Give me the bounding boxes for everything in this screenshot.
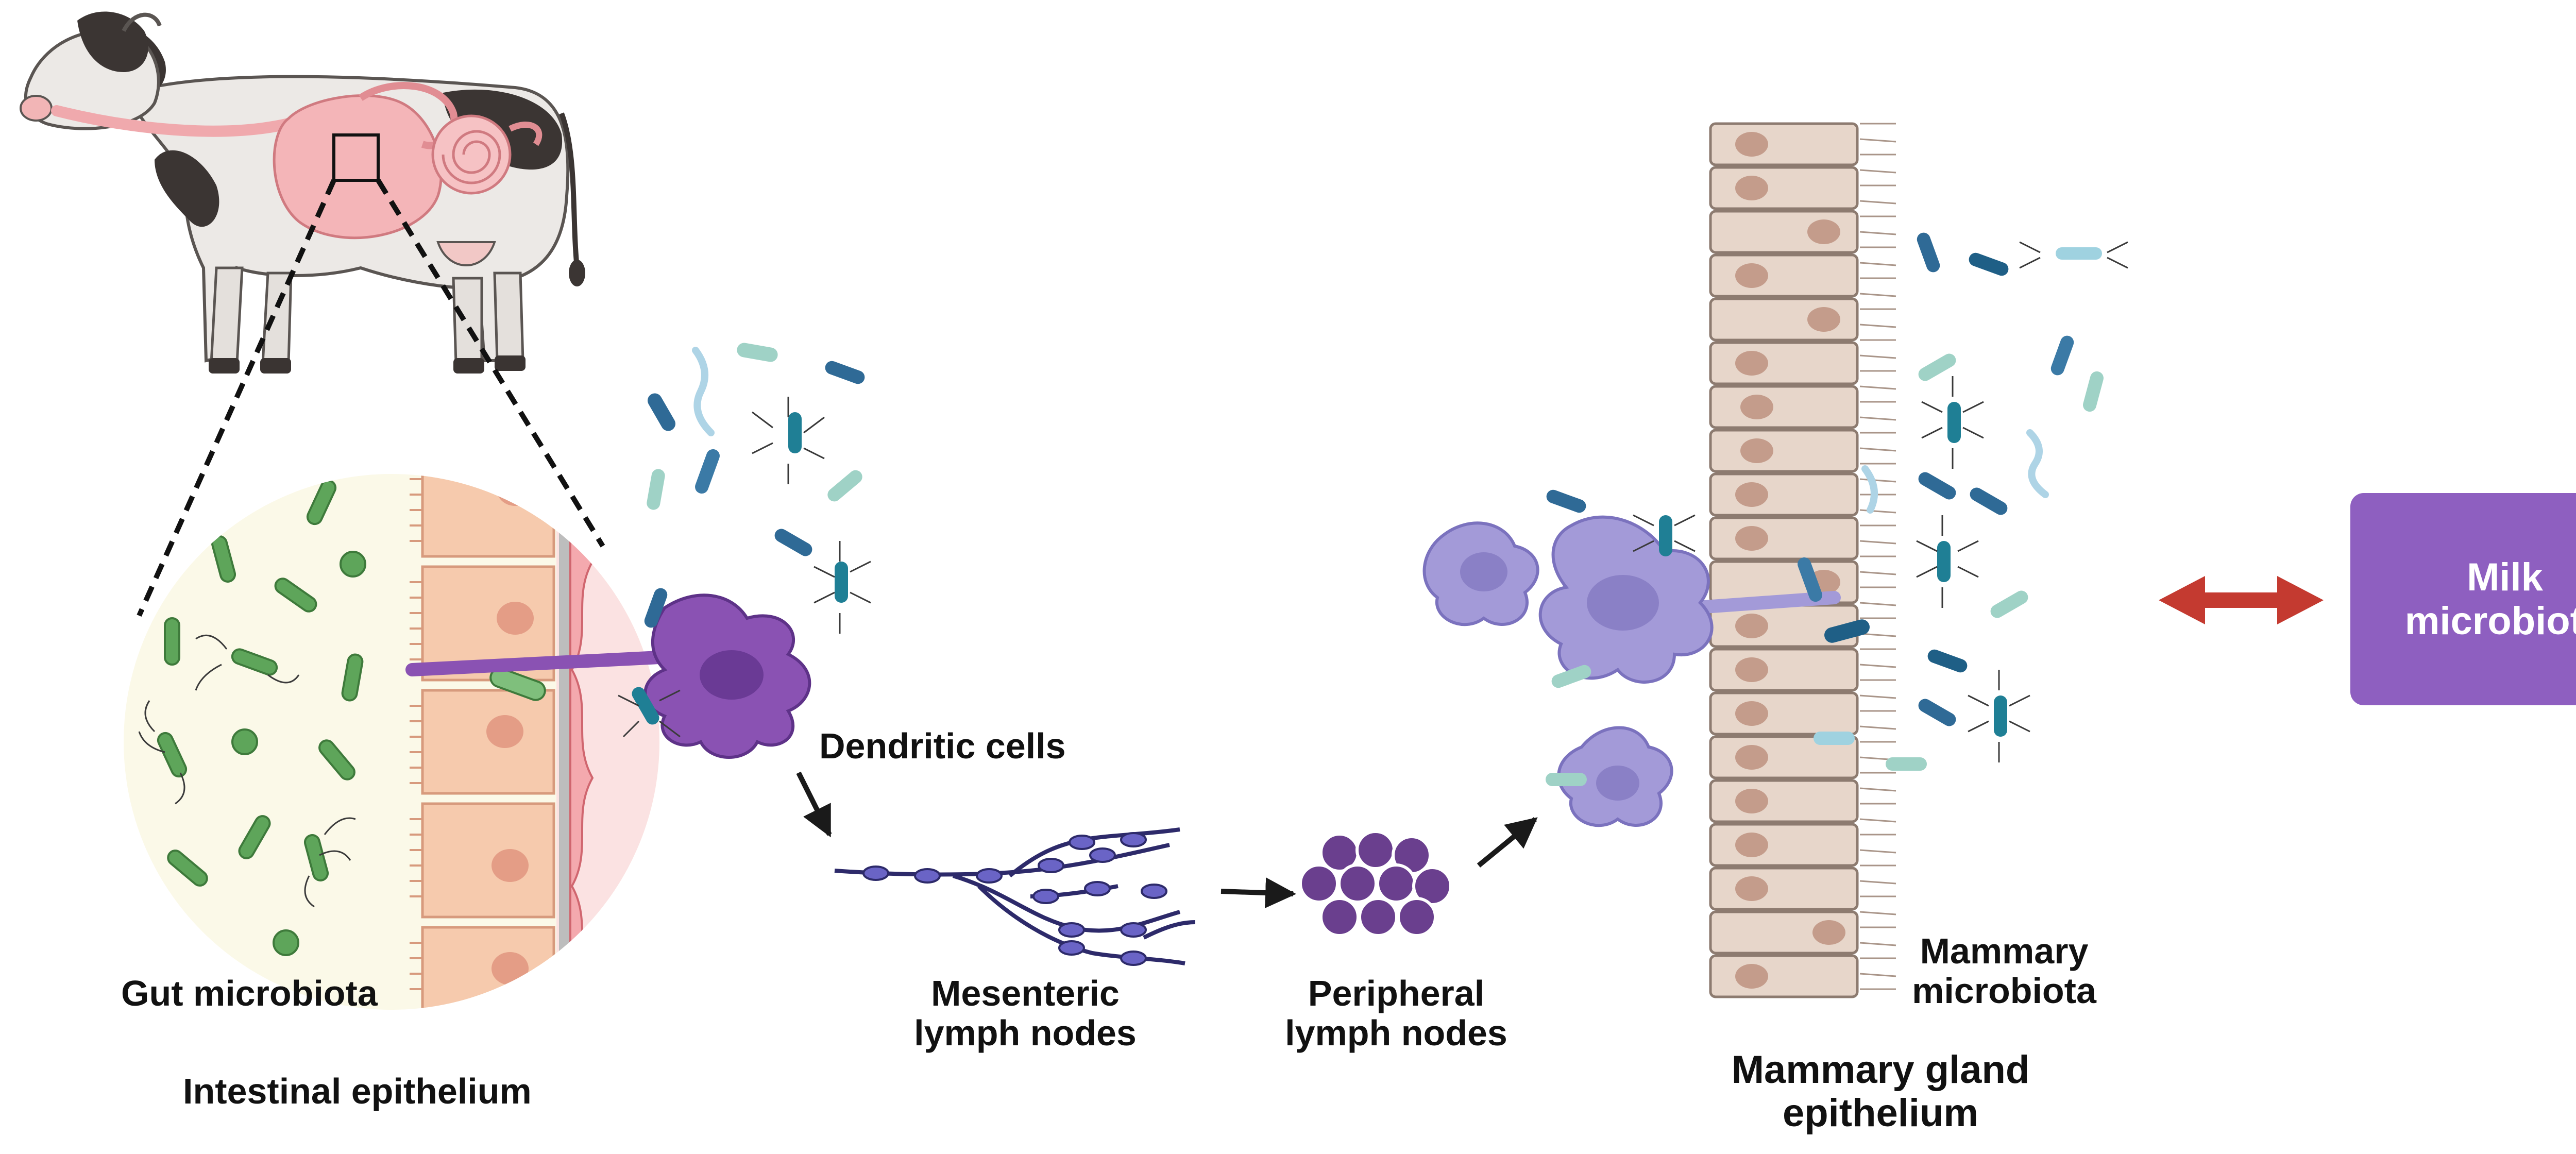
mammary-gland-line2: epithelium: [1782, 1091, 1979, 1135]
cow-illustration: [20, 11, 585, 374]
mammary-gland-epithelium-label: Mammary gland epithelium: [1721, 1048, 2040, 1134]
intestinal-epithelium-label: Intestinal epithelium: [183, 1071, 532, 1111]
milk-line1: Milk: [2467, 555, 2543, 599]
mesenteric-line1: Mesenteric: [931, 973, 1120, 1013]
gut-microbiota-label: Gut microbiota: [121, 973, 378, 1013]
zoom-line-left: [137, 179, 336, 617]
mammary-microbiota-line2: microbiota: [1912, 971, 2096, 1011]
mammary-bacteria: [1546, 232, 2128, 786]
mammary-microbiota-line1: Mammary: [1920, 931, 2089, 971]
arrow-to-mesenteric: [796, 771, 832, 838]
bidirectional-arrow-icon: [2159, 576, 2324, 624]
dendritic-cell-icon: [405, 593, 811, 759]
free-bacteria-gut: [618, 343, 871, 738]
milk-line2: microbiota: [2404, 599, 2576, 643]
lymph-node-cluster-icon: [1299, 830, 1452, 937]
arrow-to-mammary: [1477, 817, 1538, 868]
gut-bacteria-icon: [157, 479, 366, 956]
peripheral-line1: Peripheral: [1308, 973, 1485, 1013]
mammary-microbiota-label: Mammary microbiota: [1875, 931, 2133, 1011]
mesenteric-line2: lymph nodes: [914, 1013, 1137, 1053]
mammary-gland-line1: Mammary gland: [1731, 1048, 2030, 1092]
peripheral-lymph-nodes-label: Peripheral lymph nodes: [1242, 974, 1551, 1053]
mesenteric-lymph-nodes-label: Mesenteric lymph nodes: [871, 974, 1180, 1053]
peripheral-line2: lymph nodes: [1285, 1013, 1507, 1053]
lymph-vessel-icon: [834, 827, 1196, 965]
arrow-to-peripheral: [1221, 877, 1296, 909]
gut-zoom-circle: [124, 474, 659, 1010]
dendritic-cells-label: Dendritic cells: [819, 726, 1066, 766]
zoom-line-right: [376, 179, 605, 548]
milk-microbiota-box: Milk microbiota: [2350, 493, 2576, 705]
mammary-dendritic-cell-icon: [1422, 515, 1841, 827]
mesenteric-nodes: [862, 832, 1167, 966]
